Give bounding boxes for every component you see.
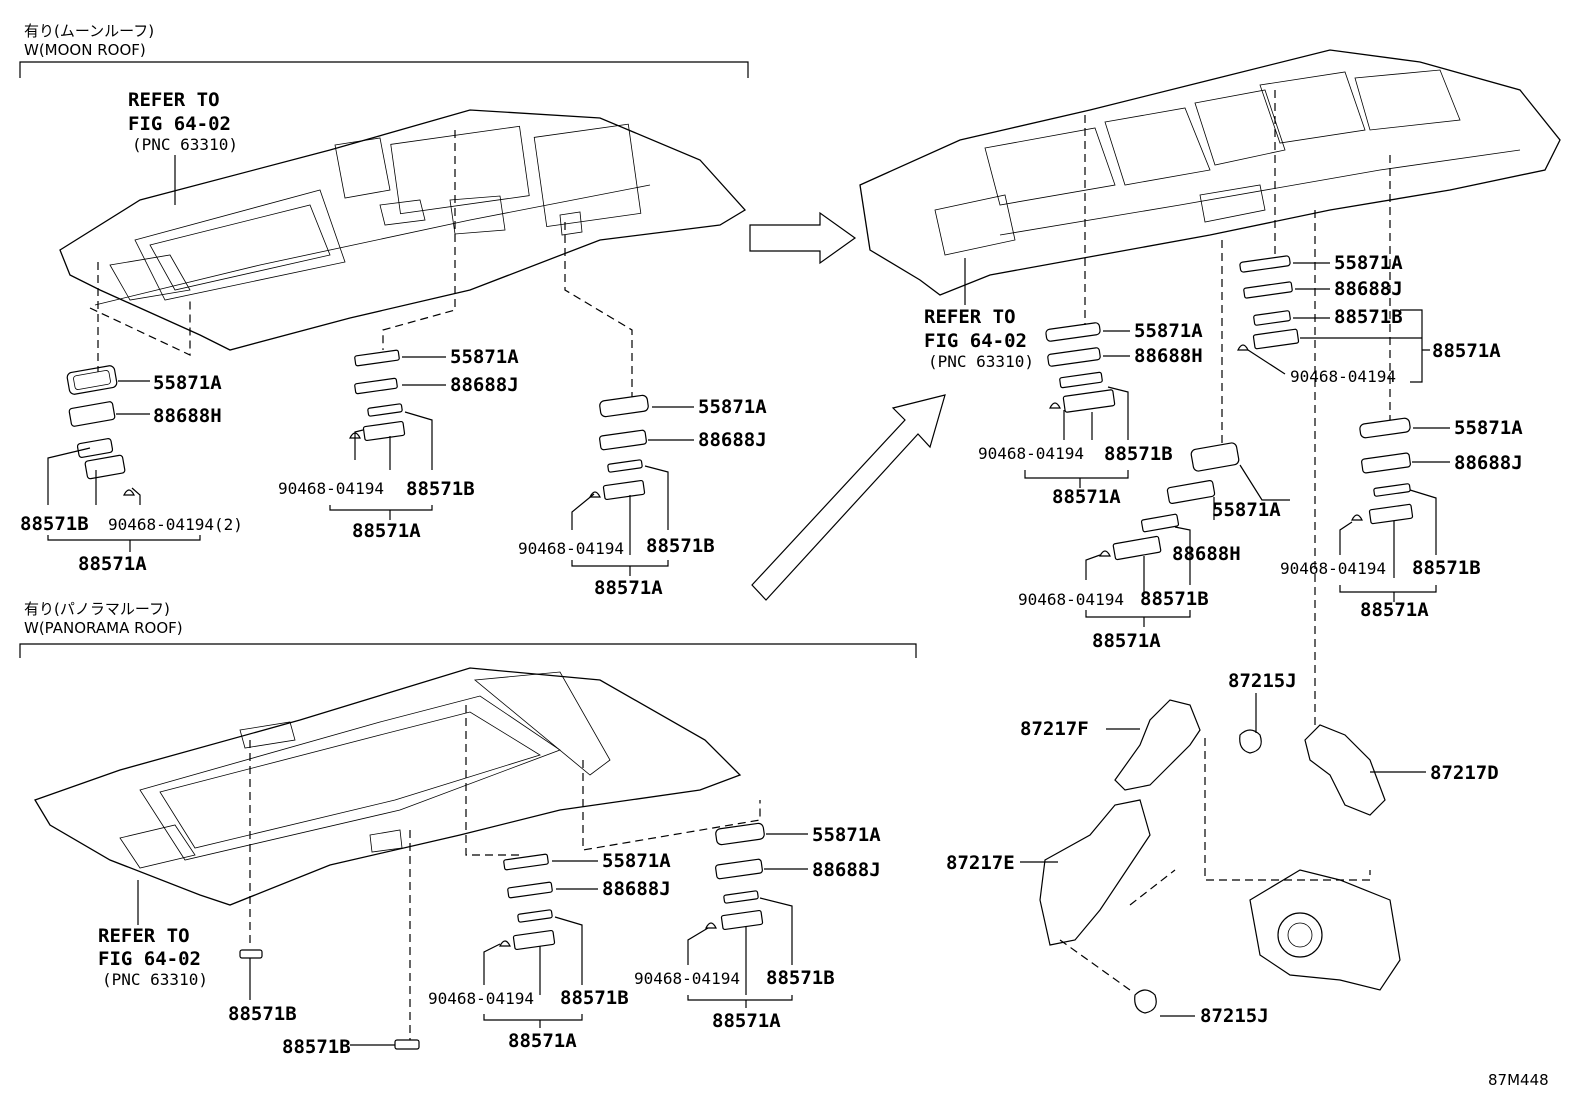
label-88688J: 88688J xyxy=(812,859,881,881)
label-88571B: 88571B xyxy=(1334,306,1403,328)
headliner-moon-roof xyxy=(59,109,747,351)
label-88571A: 88571A xyxy=(508,1030,577,1052)
label-87217F: 87217F xyxy=(1020,718,1089,740)
label-88571B: 88571B xyxy=(560,987,629,1009)
label-90468-04194: 90468-04194 xyxy=(978,444,1084,463)
label-88571B: 88571B xyxy=(646,535,715,557)
label-88571B: 88571B xyxy=(406,478,475,500)
label-55871A: 55871A xyxy=(602,850,671,872)
label-88688H: 88688H xyxy=(1172,543,1241,565)
label-55871A: 55871A xyxy=(698,396,767,418)
label-90468-04194: 90468-04194 xyxy=(428,989,534,1008)
label-88571A: 88571A xyxy=(1092,630,1161,652)
panorama-roof-title-jp: 有り(パノラマルーフ) xyxy=(24,600,170,618)
label-88571A: 88571A xyxy=(1052,486,1121,508)
label-88571A: 88571A xyxy=(1432,340,1501,362)
refer-line3: (PNC 63310) xyxy=(132,135,238,154)
label-87217E: 87217E xyxy=(946,852,1015,874)
refer-line1: REFER TO xyxy=(924,306,1016,328)
label-88688J: 88688J xyxy=(450,374,519,396)
label-88688J: 88688J xyxy=(698,429,767,451)
refer-panorama-roof: REFER TO FIG 64-02 (PNC 63310) xyxy=(98,880,208,989)
label-55871A: 55871A xyxy=(1454,417,1523,439)
label-90468-04194: 90468-04194 xyxy=(518,539,624,558)
duct-components xyxy=(1039,699,1401,1014)
refer-line3: (PNC 63310) xyxy=(928,352,1034,371)
dashed-guides xyxy=(89,90,1391,1040)
refer-line1: REFER TO xyxy=(98,925,190,947)
label-88571A: 88571A xyxy=(594,577,663,599)
panorama-roof-title-en: W(PANORAMA ROOF) xyxy=(24,619,183,637)
label-88571B: 88571B xyxy=(1140,588,1209,610)
moon-roof-header: 有り(ムーンルーフ) W(MOON ROOF) xyxy=(19,22,749,78)
label-90468-04194: 90468-04194 xyxy=(1290,367,1396,386)
label-88571A: 88571A xyxy=(78,553,147,575)
label-88571B: 88571B xyxy=(20,513,89,535)
label-88571B: 88571B xyxy=(282,1036,351,1058)
headliner-panorama-roof xyxy=(34,667,742,906)
label-88571B: 88571B xyxy=(1104,443,1173,465)
label-90468-04194: 90468-04194 xyxy=(1280,559,1386,578)
label-88571A: 88571A xyxy=(1360,599,1429,621)
leader-lines xyxy=(47,262,1450,1046)
refer-line1: REFER TO xyxy=(128,89,220,111)
label-55871A: 55871A xyxy=(450,346,519,368)
headliner-rear xyxy=(859,49,1561,296)
label-55871A: 55871A xyxy=(1134,320,1203,342)
refer-line2: FIG 64-02 xyxy=(128,113,231,135)
label-55871A: 55871A xyxy=(812,824,881,846)
label-90468-04194: 90468-04194 xyxy=(278,479,384,498)
label-88688J: 88688J xyxy=(1454,452,1523,474)
label-88571B: 88571B xyxy=(1412,557,1481,579)
label-87217D: 87217D xyxy=(1430,762,1499,784)
label-87215J: 87215J xyxy=(1200,1005,1269,1027)
moon-roof-title-jp: 有り(ムーンルーフ) xyxy=(24,22,154,40)
label-55871A: 55871A xyxy=(1212,499,1281,521)
label-88688J: 88688J xyxy=(602,878,671,900)
label-55871A: 55871A xyxy=(153,372,222,394)
label-88688J: 88688J xyxy=(1334,278,1403,300)
label-88688H: 88688H xyxy=(1134,345,1203,367)
label-88688H: 88688H xyxy=(153,405,222,427)
label-90468-04194: 90468-04194 xyxy=(1018,590,1124,609)
refer-moon-roof: REFER TO FIG 64-02 (PNC 63310) xyxy=(128,89,238,205)
label-88571A: 88571A xyxy=(352,520,421,542)
figure-id: 87M448 xyxy=(1488,1071,1549,1089)
lamp-components xyxy=(66,255,1414,1050)
diagonal-arrow xyxy=(751,394,946,601)
panorama-roof-header: 有り(パノラマルーフ) W(PANORAMA ROOF) xyxy=(19,600,917,658)
label-88571B: 88571B xyxy=(228,1003,297,1025)
refer-line2: FIG 64-02 xyxy=(98,948,201,970)
part-labels: 55871A 88688H 88571B 90468-04194(2) 8857… xyxy=(20,252,1523,1058)
right-arrow xyxy=(749,211,857,265)
refer-line2: FIG 64-02 xyxy=(924,330,1027,352)
label-87215J: 87215J xyxy=(1228,670,1297,692)
moon-roof-title-en: W(MOON ROOF) xyxy=(24,41,146,59)
label-90468-04194-2: 90468-04194(2) xyxy=(108,515,243,534)
refer-line3: (PNC 63310) xyxy=(102,970,208,989)
refer-rear-roof: REFER TO FIG 64-02 (PNC 63310) xyxy=(924,258,1034,371)
label-88571B: 88571B xyxy=(766,967,835,989)
label-90468-04194: 90468-04194 xyxy=(634,969,740,988)
label-55871A: 55871A xyxy=(1334,252,1403,274)
label-88571A: 88571A xyxy=(712,1010,781,1032)
